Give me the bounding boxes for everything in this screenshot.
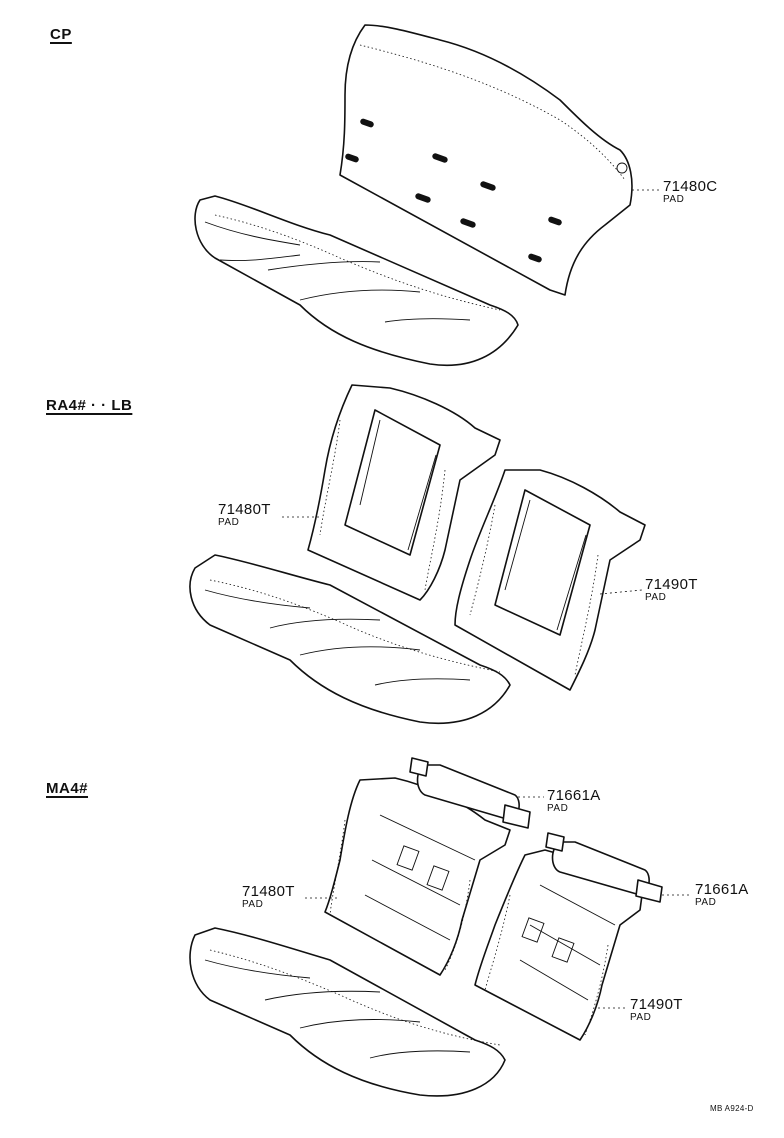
part-number: 71490T (630, 996, 683, 1013)
part-number: 71661A (547, 787, 601, 804)
ma-seat-cushion (189, 927, 506, 1097)
part-number: 71480C (663, 178, 718, 195)
part-description: PAD (242, 899, 264, 910)
callout-71480T-ra: 71480T PAD (218, 502, 271, 528)
cp-seat-cushion (194, 195, 519, 367)
part-number: 71480T (218, 501, 271, 518)
callout-71490T-ma: 71490T PAD (630, 997, 683, 1023)
ma-left-headrest (409, 757, 531, 829)
callout-71661A-2: 71661A PAD (695, 882, 749, 908)
leader-71490T-ra (599, 589, 643, 595)
part-description: PAD (547, 803, 569, 814)
ma-right-headrest (545, 832, 663, 903)
part-description: PAD (645, 592, 667, 603)
callout-71480T-ma: 71480T PAD (242, 884, 295, 910)
cp-seat-back-pad (339, 24, 633, 296)
ra-right-back-pad (454, 469, 646, 691)
part-number: 71480T (242, 883, 295, 900)
part-description: PAD (630, 1012, 652, 1023)
section-label-cp: CP (50, 26, 72, 43)
callout-71661A-1: 71661A PAD (547, 788, 601, 814)
diagram-code: MB A924-D (710, 1104, 754, 1113)
section-label-ma4: MA4# (46, 780, 89, 797)
ra-seat-cushion (189, 554, 511, 724)
ra-left-back-pad (307, 384, 501, 601)
part-description: PAD (218, 517, 240, 528)
callout-71490T-ra: 71490T PAD (645, 577, 698, 603)
part-number: 71661A (695, 881, 749, 898)
callout-71480C: 71480C PAD (663, 179, 717, 205)
part-number: 71490T (645, 576, 698, 593)
part-description: PAD (663, 194, 685, 205)
section-label-ra4-lb: RA4# · · LB (46, 397, 133, 414)
part-description: PAD (695, 897, 717, 908)
